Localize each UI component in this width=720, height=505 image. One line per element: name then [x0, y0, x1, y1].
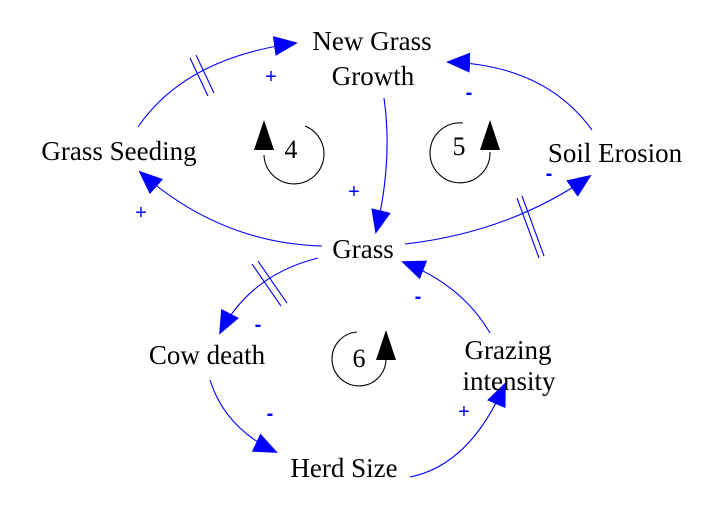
node-grass: Grass [332, 234, 394, 264]
polarity-sign: + [265, 66, 277, 88]
link-soil-erosion-to-new-grass-growth [446, 52, 593, 131]
loop-6: 6 [331, 330, 396, 387]
loop-arrow-icon [254, 120, 274, 150]
link-grass-to-soil-erosion [404, 174, 592, 245]
link-new-grass-growth-to-grass [371, 97, 391, 234]
node-label: intensity [463, 366, 556, 396]
loop-arc [331, 331, 387, 387]
node-label: Growth [332, 61, 415, 91]
polarity-sign: + [135, 202, 147, 224]
polarity-sign: + [458, 401, 470, 423]
polarity-sign: - [255, 314, 262, 336]
delay-mark [251, 260, 288, 307]
node-grazing-intensity: Grazing intensity [463, 335, 556, 396]
polarity-sign: - [267, 403, 274, 425]
loop-number: 6 [353, 344, 366, 373]
link-grass-to-grass-seeding [138, 170, 323, 247]
node-label: Grazing [465, 335, 552, 365]
polarity-sign: - [466, 82, 473, 104]
loop-4: 4 [254, 120, 325, 185]
delay-mark [189, 54, 215, 97]
loop-arrow-icon [480, 120, 500, 150]
delay-mark [516, 195, 545, 259]
loop-number: 5 [453, 132, 466, 161]
loop-arrow-icon [376, 330, 396, 360]
link-grass-to-cow-death [219, 257, 319, 335]
node-label: New Grass [312, 26, 431, 56]
node-grass-seeding: Grass Seeding [41, 136, 196, 166]
node-new-grass-growth: New Grass Growth [312, 26, 431, 91]
link-cow-death-to-herd-size [209, 379, 278, 453]
loop-5: 5 [429, 120, 500, 184]
polarity-sign: - [415, 286, 422, 308]
node-cow-death: Cow death [149, 340, 266, 370]
link-grass-seeding-to-new-grass-growth [137, 36, 298, 128]
link-grazing-intensity-to-grass [401, 260, 491, 334]
polarity-sign: + [348, 181, 360, 203]
loop-arc [429, 122, 491, 184]
link-herd-size-to-grazing-intensity [409, 382, 506, 478]
node-herd-size: Herd Size [290, 453, 397, 483]
loop-number: 4 [285, 135, 298, 164]
polarity-sign: - [546, 163, 553, 185]
loop-arc [263, 125, 325, 185]
node-soil-erosion: Soil Erosion [548, 138, 683, 168]
